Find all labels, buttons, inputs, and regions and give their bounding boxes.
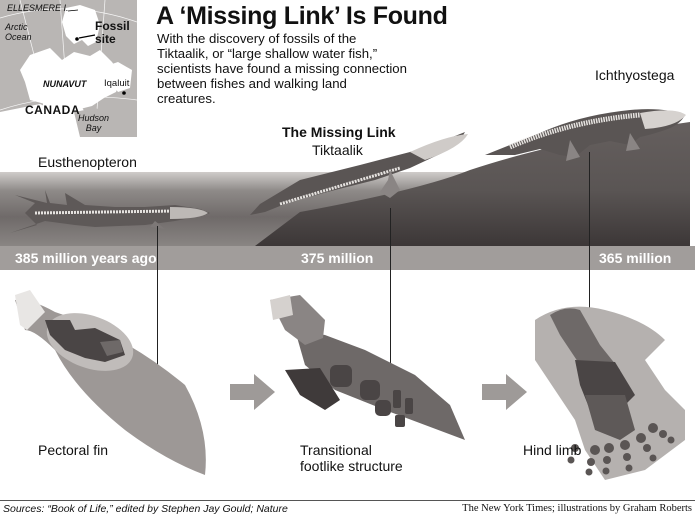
caption-pectoral-fin: Pectoral fin — [38, 442, 109, 458]
leader-line-ichthyostega — [589, 152, 590, 327]
species-label-eusthenopteron: Eusthenopteron — [38, 154, 137, 170]
transitional-foot-illustration — [270, 295, 465, 440]
timeline-band: 385 million years ago 375 million 365 mi… — [0, 246, 695, 270]
missing-link-tag: The Missing Link — [282, 124, 396, 140]
leader-line-eusthenopteron — [157, 226, 158, 380]
map-landmass — [0, 0, 137, 137]
pectoral-fin-illustration — [15, 290, 206, 475]
headline: A ‘Missing Link’ Is Found — [156, 2, 448, 30]
leader-line-tiktaalik — [390, 208, 391, 378]
timeline-label-385: 385 million years ago — [15, 250, 157, 266]
tiktaalik-illustration — [250, 132, 468, 215]
locator-map: ELLESMERE I. Arctic Ocean Fossil site NU… — [0, 0, 137, 137]
land-slope — [255, 120, 695, 246]
species-label-tiktaalik: Tiktaalik — [312, 142, 363, 158]
map-label-country: CANADA — [25, 103, 80, 117]
dek-text: With the discovery of fossils of the Tik… — [157, 31, 407, 106]
species-label-ichthyostega: Ichthyostega — [595, 67, 675, 83]
map-label-city: Iqaluit — [104, 78, 130, 89]
map-label-fossil-site: Fossil site — [95, 19, 130, 46]
ichthyostega-illustration — [485, 109, 686, 161]
hind-limb-illustration — [535, 306, 685, 480]
map-label-ocean: Arctic Ocean — [5, 22, 32, 42]
eusthenopteron-illustration — [10, 190, 210, 233]
map-label-bay: Hudson Bay — [78, 113, 110, 133]
footer-rule — [0, 500, 695, 501]
credit-text: The New York Times; illustrations by Gra… — [462, 503, 692, 514]
arrow-right-icon — [230, 374, 275, 410]
sources-text: Sources: “Book of Life,” edited by Steph… — [3, 503, 288, 515]
timeline-label-365: 365 million — [599, 250, 672, 266]
caption-hind-limb: Hind limb — [523, 442, 582, 458]
timeline-label-375: 375 million — [301, 250, 374, 266]
map-label-island: ELLESMERE I. — [7, 3, 69, 13]
arrow-right-icon — [482, 374, 527, 410]
map-label-territory: NUNAVUT — [43, 79, 87, 89]
caption-transitional-structure: Transitional footlike structure — [300, 442, 403, 474]
